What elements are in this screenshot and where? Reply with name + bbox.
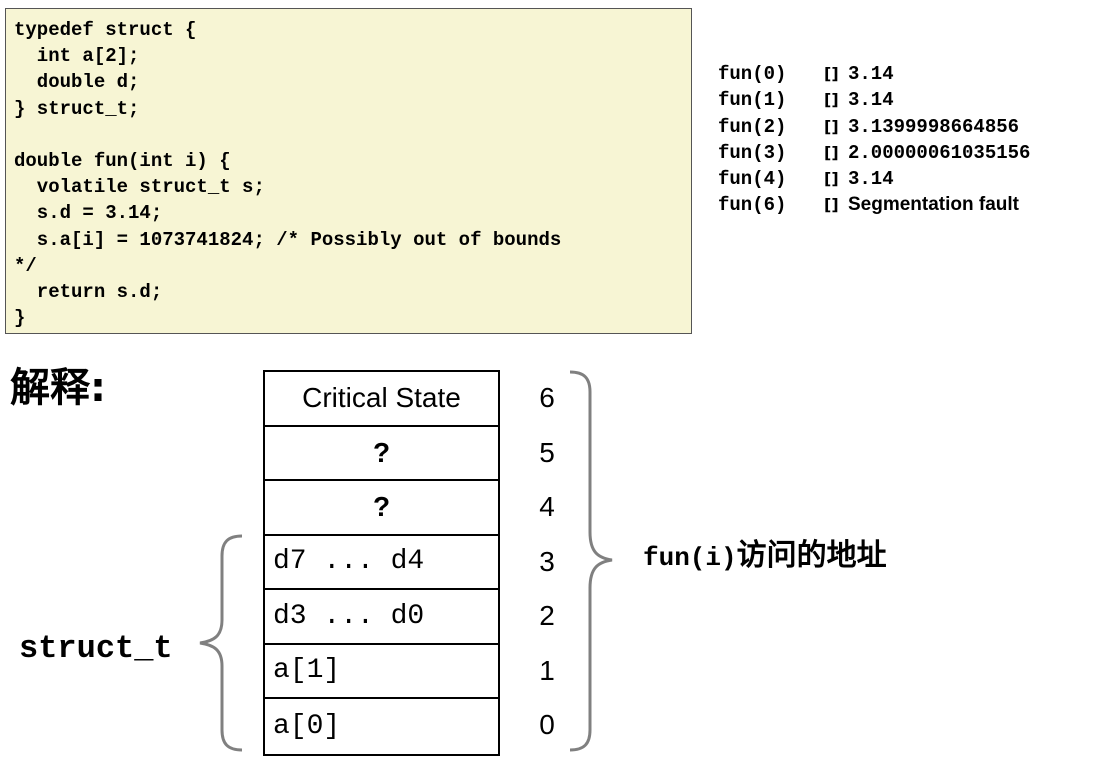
arrow-icon: [] bbox=[824, 142, 839, 162]
fun-access-label: fun(i)访问的地址 bbox=[643, 530, 887, 574]
memory-cell: ? bbox=[265, 481, 498, 536]
arrow-icon: [] bbox=[824, 116, 839, 136]
memory-index: 3 bbox=[539, 546, 555, 577]
code-line: typedef struct { bbox=[14, 19, 197, 41]
result-row: fun(2) [] 3.1399998664856 bbox=[718, 114, 1108, 140]
result-value: 2.00000061035156 bbox=[848, 141, 1031, 164]
memory-cell: d3 ... d0 bbox=[265, 590, 498, 645]
result-row: fun(0) [] 3.14 bbox=[718, 61, 1108, 87]
arrow-icon: [] bbox=[824, 169, 839, 189]
arrow-icon: [] bbox=[824, 90, 839, 110]
code-block: typedef struct { int a[2]; double d; } s… bbox=[5, 8, 692, 334]
code-line: s.d = 3.14; bbox=[14, 202, 163, 225]
code-line: } struct_t; bbox=[14, 97, 140, 120]
struct-label: struct_t bbox=[19, 630, 173, 667]
arrow-icon: [] bbox=[824, 64, 839, 83]
results-list: fun(0) [] 3.14 fun(1) [] 3.14 fun(2) [] … bbox=[718, 61, 1108, 219]
result-call: fun(6) bbox=[718, 194, 787, 217]
memory-cell: ? bbox=[265, 427, 498, 481]
result-value: 3.14 bbox=[848, 89, 894, 112]
result-call: fun(1) bbox=[718, 89, 787, 112]
memory-index: 0 bbox=[539, 709, 555, 740]
result-call: fun(4) bbox=[718, 168, 787, 191]
memory-index: 5 bbox=[539, 437, 555, 468]
result-call: fun(3) bbox=[718, 141, 787, 164]
result-call: fun(0) bbox=[718, 63, 787, 85]
memory-cell: a[0] bbox=[273, 710, 341, 742]
right-brace-icon bbox=[569, 370, 613, 752]
memory-cell: d7 ... d4 bbox=[265, 536, 498, 590]
code-line: double fun(int i) { bbox=[14, 149, 231, 172]
code-line: int a[2]; bbox=[14, 45, 140, 68]
result-row: fun(6) [] Segmentation fault bbox=[718, 192, 1108, 218]
result-row: fun(3) [] 2.00000061035156 bbox=[718, 140, 1108, 166]
code-line: } bbox=[14, 307, 26, 330]
result-call: fun(2) bbox=[718, 115, 787, 138]
result-value: Segmentation fault bbox=[848, 194, 1020, 216]
result-value: 3.14 bbox=[848, 63, 894, 85]
fun-access-code: fun(i) bbox=[643, 543, 737, 573]
memory-index: 2 bbox=[539, 600, 555, 631]
memory-cell: Critical State bbox=[265, 372, 498, 427]
result-value: 3.14 bbox=[848, 168, 894, 191]
memory-index: 1 bbox=[539, 655, 555, 686]
arrow-icon: [] bbox=[824, 195, 839, 215]
fun-access-text: 访问的地址 bbox=[736, 538, 887, 573]
result-row: fun(4) [] 3.14 bbox=[718, 166, 1108, 192]
left-brace-icon bbox=[199, 534, 243, 752]
result-row: fun(1) [] 3.14 bbox=[718, 87, 1108, 113]
code-line: double d; bbox=[14, 71, 140, 94]
memory-index: 4 bbox=[539, 491, 555, 522]
code-line: volatile struct_t s; bbox=[14, 176, 265, 199]
explanation-title: 解释: bbox=[10, 365, 106, 411]
code-line: s.a[i] = 1073741824; /* Possibly out of … bbox=[14, 228, 562, 251]
memory-layout-table: Critical State ? ? d7 ... d4 d3 ... d0 a… bbox=[263, 370, 500, 756]
code-line: */ bbox=[14, 254, 37, 277]
memory-cell: a[1] bbox=[265, 645, 498, 699]
code-line: return s.d; bbox=[14, 280, 163, 303]
memory-index: 6 bbox=[539, 382, 555, 413]
result-value: 3.1399998664856 bbox=[848, 115, 1020, 138]
